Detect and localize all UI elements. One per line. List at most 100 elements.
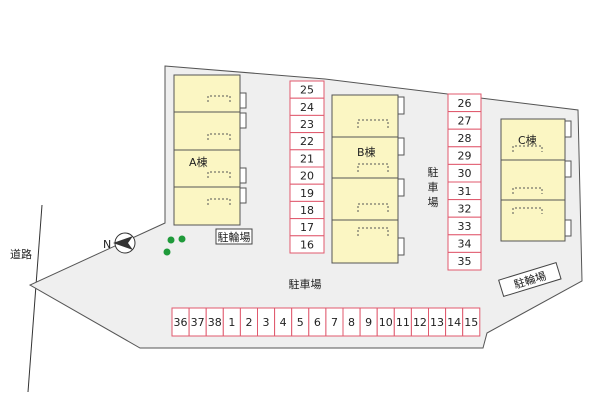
parking-stall-number: 10	[379, 316, 393, 329]
parking-stall-14: 14	[445, 307, 464, 337]
parking-stall-number: 3	[263, 316, 270, 329]
parking-stall-number: 24	[300, 101, 314, 114]
building-a-label: A棟	[189, 155, 208, 169]
parking-stall-21: 21	[289, 149, 325, 168]
parking-stall-18: 18	[289, 200, 325, 220]
parking-stall-number: 20	[300, 170, 314, 183]
parking-stall-number: 31	[458, 185, 472, 198]
parking-stall-33: 33	[447, 216, 482, 236]
parking-stall-28: 28	[447, 128, 482, 148]
tree-icon	[163, 248, 171, 256]
parking-stall-11: 11	[393, 307, 412, 337]
parking-stall-2: 2	[239, 307, 258, 337]
compass-north-label: N	[103, 238, 111, 251]
parking-stall-number: 37	[191, 316, 205, 329]
parking-stall-31: 31	[447, 181, 482, 201]
parking-stall-number: 21	[300, 152, 314, 165]
parking-stall-number: 11	[396, 316, 410, 329]
parking-stall-30: 30	[447, 163, 482, 183]
road-edge	[27, 204, 43, 393]
parking-stall-38: 38	[205, 307, 224, 337]
parking-stall-1: 1	[222, 307, 241, 337]
parking-stall-10: 10	[376, 307, 395, 337]
parking-stall-number: 1	[228, 316, 235, 329]
parking-stall-26: 26	[447, 93, 482, 113]
parking-stall-34: 34	[447, 234, 482, 253]
parking-stall-29: 29	[447, 146, 482, 165]
parking-stall-number: 18	[300, 204, 314, 217]
parking-stall-12: 12	[410, 307, 429, 337]
parking-stall-37: 37	[188, 307, 207, 337]
parking-stall-number: 16	[300, 238, 314, 251]
parking-stall-number: 30	[458, 167, 472, 180]
parking-stall-4: 4	[274, 307, 293, 337]
tree-icon	[167, 236, 175, 244]
parking-stall-number: 34	[458, 238, 472, 251]
parking-stall-36: 36	[171, 307, 190, 337]
parking-stall-35: 35	[447, 251, 482, 271]
parking-stall-7: 7	[325, 307, 344, 337]
bicycle-parking-c: 駐輪場	[498, 261, 562, 298]
parking-stall-number: 13	[430, 316, 444, 329]
building-b-label: B棟	[357, 145, 376, 159]
parking-stall-32: 32	[447, 199, 482, 218]
building-c: C棟	[500, 118, 572, 242]
parking-stall-24: 24	[289, 97, 325, 116]
parking-stall-13: 13	[428, 307, 447, 337]
parking-stall-number: 17	[300, 221, 314, 234]
parking-stall-box	[447, 251, 482, 271]
road-label: 道路	[10, 247, 32, 261]
bicycle-parking-a-label: 駐輪場	[218, 230, 251, 244]
parking-stall-number: 35	[458, 255, 472, 268]
parking-stall-box	[462, 307, 481, 337]
parking-stall-number: 25	[300, 84, 314, 97]
parking-stall-27: 27	[447, 111, 482, 130]
parking-stall-5: 5	[291, 307, 310, 337]
building-c-label: C棟	[518, 133, 537, 147]
parking-stall-number: 22	[300, 135, 314, 148]
north-arrow-icon: N	[103, 232, 136, 254]
parking-stall-number: 5	[297, 316, 304, 329]
parking-stall-number: 2	[245, 316, 252, 329]
parking-stall-number: 27	[458, 114, 472, 127]
parking-stall-17: 17	[289, 218, 325, 237]
parking-stall-6: 6	[308, 307, 327, 337]
parking-stall-number: 26	[458, 97, 472, 110]
parking-stall-number: 9	[365, 316, 372, 329]
building-a: A棟	[173, 74, 247, 226]
parking-stall-25: 25	[289, 80, 325, 99]
parking-stall-9: 9	[359, 307, 378, 337]
tree-icon	[178, 235, 186, 243]
parking-stall-number: 36	[174, 316, 188, 329]
parking-stall-number: 19	[300, 187, 314, 200]
parking-stall-20: 20	[289, 166, 325, 185]
parking-stall-number: 12	[413, 316, 427, 329]
parking-stall-23: 23	[289, 114, 325, 134]
parking-stall-number: 4	[280, 316, 287, 329]
building-b: B棟	[331, 94, 405, 264]
parking-stall-number: 38	[208, 316, 222, 329]
bicycle-parking-a: 駐輪場	[215, 228, 253, 245]
parking-stall-15: 15	[462, 307, 481, 337]
tree-icons	[163, 235, 186, 256]
parking-stall-number: 15	[464, 316, 478, 329]
parking-label-vertical: 駐車場	[428, 165, 439, 209]
parking-stall-16: 16	[289, 235, 325, 254]
parking-stall-number: 14	[447, 316, 461, 329]
parking-column-2: 26 27 28 29 30 31 32 33 34 35	[447, 93, 482, 271]
parking-stall-number: 8	[348, 316, 355, 329]
parking-stall-8: 8	[342, 307, 361, 337]
parking-stall-19: 19	[289, 183, 325, 202]
parking-stall-number: 7	[331, 316, 338, 329]
parking-stall-number: 29	[458, 150, 472, 163]
parking-stall-number: 32	[458, 202, 472, 215]
parking-stall-box	[289, 235, 325, 254]
parking-label-center: 駐車場	[289, 277, 322, 291]
parking-stall-number: 28	[458, 132, 472, 145]
parking-stall-number: 33	[458, 220, 472, 233]
parking-stall-number: 6	[314, 316, 321, 329]
parking-stall-3: 3	[257, 307, 276, 337]
